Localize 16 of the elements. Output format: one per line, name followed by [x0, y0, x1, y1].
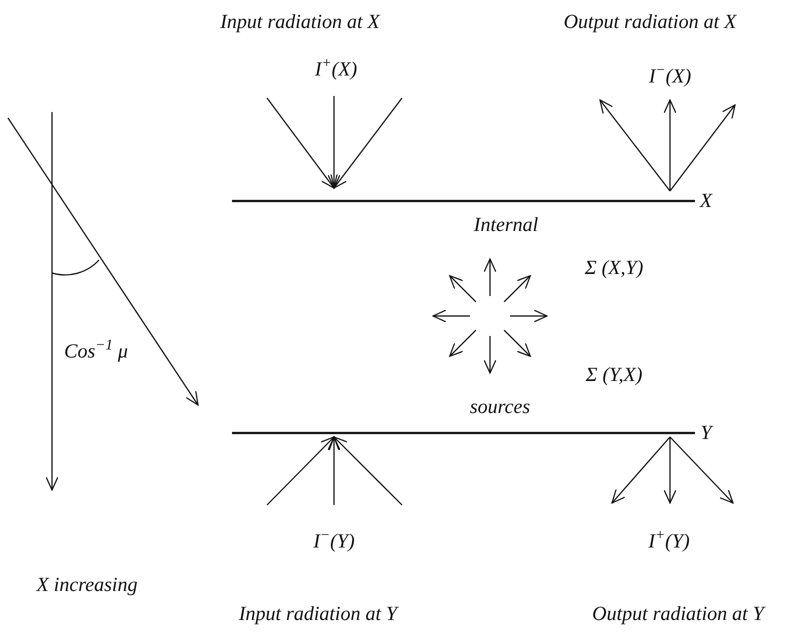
angle-label: Cos$^{−1}$ μ — [64, 338, 128, 362]
caption-text: Input radiation at X — [220, 11, 380, 33]
intensity-label: I$^{+}$(Y) — [648, 528, 690, 552]
intensity-label: I$^{−}$(X) — [648, 62, 692, 88]
boundary-label: Y — [700, 422, 712, 444]
source-label: Σ (X,Y) — [584, 257, 644, 279]
annotation-text: sources — [470, 396, 530, 418]
annotation-text: Internal — [474, 214, 538, 236]
axis-label: X increasing — [36, 574, 138, 596]
intensity-label: I$^{−}$(Y) — [313, 528, 355, 552]
intensity-label: I$^{+}$(X) — [314, 56, 358, 80]
caption-text: Output radiation at X — [564, 11, 736, 33]
caption-text: Input radiation at Y — [238, 603, 398, 625]
source-label: Σ (Y,X) — [586, 364, 642, 386]
caption-text: Output radiation at Y — [592, 603, 764, 625]
boundary-label: X — [700, 190, 712, 212]
